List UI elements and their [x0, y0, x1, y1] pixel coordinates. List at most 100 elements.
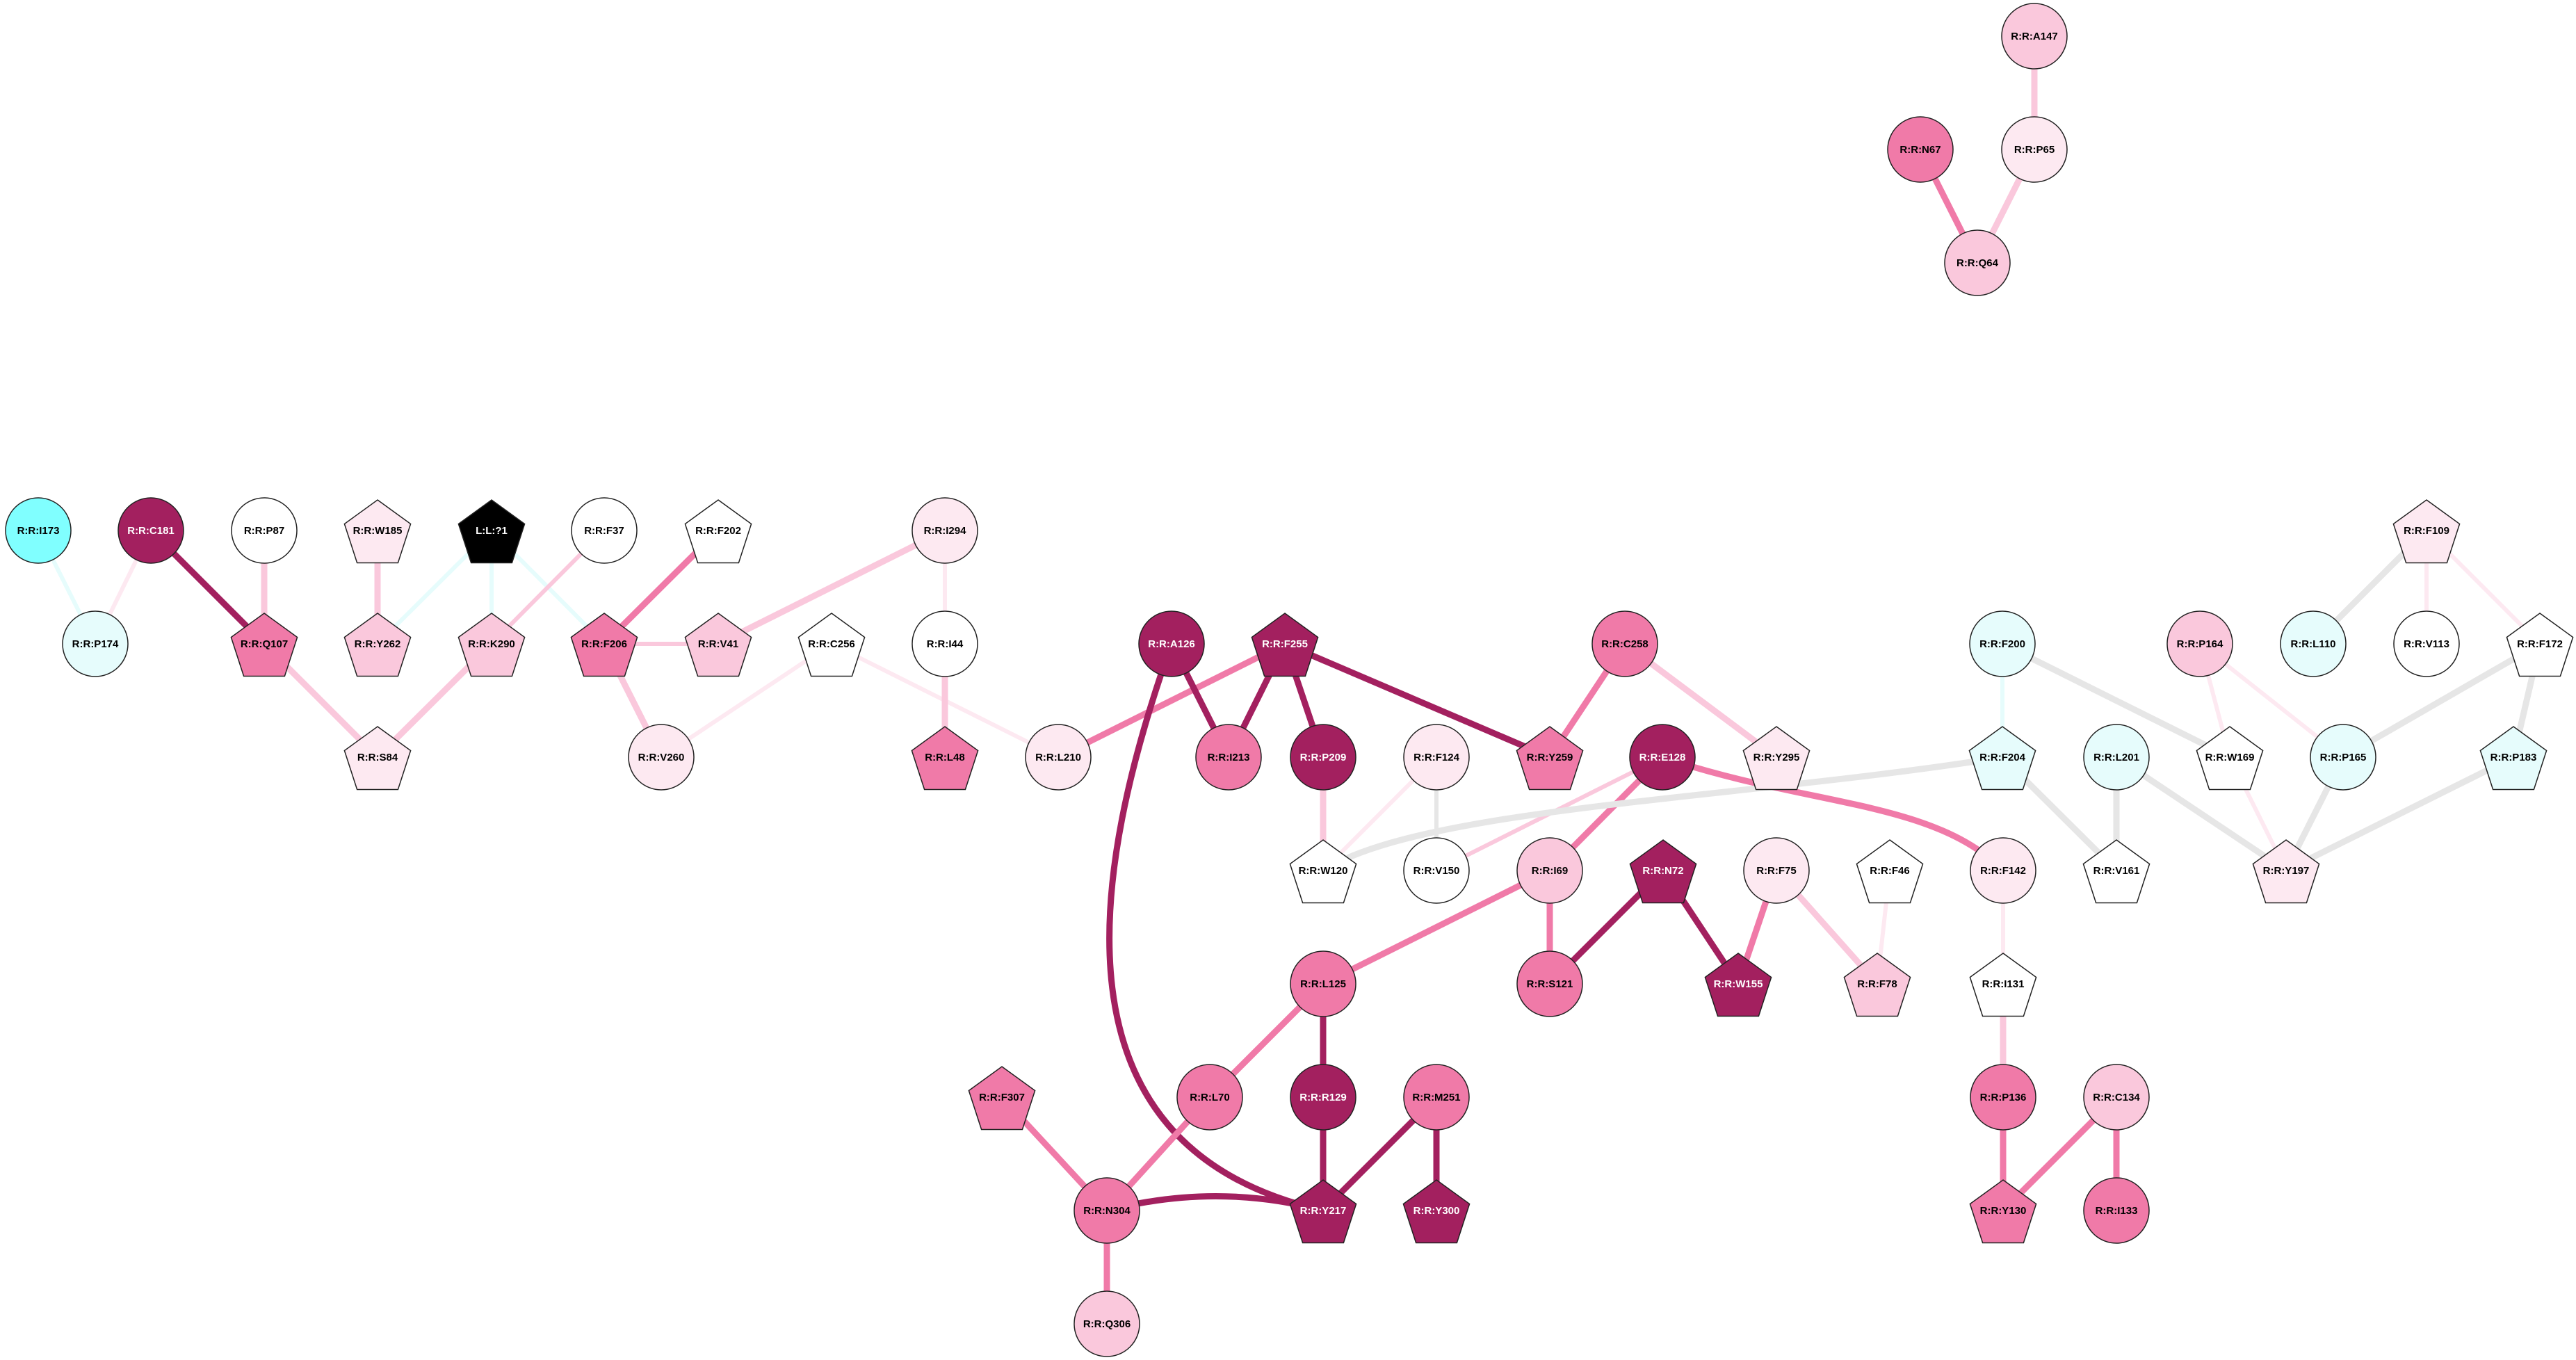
node-label-p174: R:R:P174 [72, 638, 119, 650]
edge-f255-l210 [1055, 640, 1288, 761]
node-n304: R:R:N304 [1074, 1177, 1140, 1244]
node-v113: R:R:V113 [2393, 610, 2460, 677]
node-shape-y300 [1402, 1179, 1471, 1244]
node-shape-q306 [1074, 1290, 1140, 1357]
node-f255: R:R:F255 [1251, 613, 1319, 677]
node-label-c256: R:R:C256 [808, 638, 855, 650]
node-shape-p87 [231, 497, 298, 564]
node-label-c181: R:R:C181 [127, 525, 175, 537]
node-q306: R:R:Q306 [1074, 1290, 1140, 1357]
node-w185: R:R:W185 [343, 499, 412, 564]
node-shape-c134 [2083, 1064, 2150, 1131]
node-k290: R:R:K290 [457, 613, 526, 677]
node-n72: R:R:N72 [1629, 839, 1697, 904]
node-label-p136: R:R:P136 [1980, 1092, 2027, 1103]
node-shape-v260 [628, 724, 695, 791]
node-label-f78: R:R:F78 [1857, 978, 1897, 990]
node-v41: R:R:V41 [684, 613, 752, 677]
node-f46: R:R:F46 [1856, 839, 1924, 904]
node-label-p65: R:R:P65 [2014, 144, 2055, 156]
edge-c256-v260 [659, 642, 834, 759]
node-shape-f124 [1403, 724, 1470, 791]
node-label-l125: R:R:L125 [1300, 978, 1346, 990]
node-shape-k290 [457, 613, 526, 677]
node-shape-a126 [1138, 610, 1205, 677]
node-shape-f255 [1251, 613, 1319, 677]
node-f202: R:R:F202 [684, 499, 752, 564]
node-i69: R:R:I69 [1516, 837, 1583, 904]
node-f204: R:R:F204 [1968, 726, 2036, 791]
node-label-q64: R:R:Q64 [1957, 257, 1999, 269]
node-label-i173: R:R:I173 [17, 525, 60, 537]
node-shape-y197 [2252, 839, 2320, 904]
node-n67: R:R:N67 [1887, 116, 1954, 183]
node-w169: R:R:W169 [2196, 726, 2264, 791]
node-l71: L:L:?1 [457, 499, 526, 564]
node-shape-s84 [343, 726, 412, 791]
node-shape-w169 [2196, 726, 2264, 791]
node-shape-r129 [1290, 1064, 1356, 1131]
node-i173: R:R:I173 [5, 497, 72, 564]
node-p164: R:R:P164 [2166, 610, 2233, 677]
node-a147: R:R:A147 [2001, 3, 2068, 70]
node-label-s121: R:R:S121 [1527, 978, 1573, 990]
node-shape-l201 [2083, 724, 2150, 791]
node-f78: R:R:F78 [1843, 953, 1911, 1017]
node-shape-v41 [684, 613, 752, 677]
node-label-y300: R:R:Y300 [1413, 1205, 1460, 1217]
node-l70: R:R:L70 [1176, 1064, 1243, 1131]
node-l125: R:R:L125 [1290, 950, 1356, 1017]
node-label-y262: R:R:Y262 [355, 638, 401, 650]
node-l201: R:R:L201 [2083, 724, 2150, 791]
node-f109: R:R:F109 [2392, 499, 2461, 564]
node-shape-a147 [2001, 3, 2068, 70]
node-shape-f204 [1968, 726, 2036, 791]
node-label-n67: R:R:N67 [1899, 144, 1941, 156]
node-f142: R:R:F142 [1970, 837, 2036, 904]
edge-f204-w120 [1320, 754, 2006, 874]
node-f200: R:R:F200 [1969, 610, 2036, 677]
edge-l201-y197 [2113, 754, 2290, 874]
node-shape-s121 [1516, 950, 1583, 1017]
node-shape-i294 [912, 497, 978, 564]
node-shape-y217 [1289, 1179, 1357, 1244]
node-shape-c256 [797, 613, 866, 677]
node-label-v113: R:R:V113 [2404, 638, 2449, 650]
node-shape-m251 [1403, 1064, 1470, 1131]
node-shape-c181 [118, 497, 184, 564]
node-shape-p136 [1970, 1064, 2036, 1131]
node-shape-l70 [1176, 1064, 1243, 1131]
node-label-l48: R:R:L48 [925, 752, 965, 763]
node-label-l71: L:L:?1 [476, 525, 508, 537]
node-label-i69: R:R:I69 [1532, 865, 1569, 877]
edge-i294-v41 [715, 527, 948, 647]
node-c258: R:R:C258 [1591, 610, 1658, 677]
edge-e128-f142 [1659, 754, 2007, 874]
node-shape-y259 [1516, 726, 1584, 791]
node-f124: R:R:F124 [1403, 724, 1470, 791]
node-shape-i131 [1969, 953, 2037, 1017]
node-shape-c258 [1591, 610, 1658, 677]
node-label-n72: R:R:N72 [1642, 865, 1683, 877]
node-shape-y295 [1742, 726, 1811, 791]
node-shape-v113 [2393, 610, 2460, 677]
node-label-r129: R:R:R129 [1299, 1092, 1347, 1103]
node-f307: R:R:F307 [968, 1066, 1036, 1131]
node-label-q107: R:R:Q107 [241, 638, 288, 650]
node-m251: R:R:M251 [1403, 1064, 1470, 1131]
node-shape-l210 [1025, 724, 1092, 791]
node-q64: R:R:Q64 [1944, 229, 2011, 296]
node-w120: R:R:W120 [1289, 839, 1357, 904]
node-shape-f202 [684, 499, 752, 564]
node-i213: R:R:I213 [1195, 724, 1262, 791]
node-shape-p164 [2166, 610, 2233, 677]
node-f37: R:R:F37 [571, 497, 638, 564]
node-label-f109: R:R:F109 [2404, 525, 2449, 537]
node-label-l210: R:R:L210 [1035, 752, 1081, 763]
node-shape-f109 [2392, 499, 2461, 564]
node-p136: R:R:P136 [1970, 1064, 2036, 1131]
node-label-f206: R:R:F206 [581, 638, 627, 650]
node-shape-q107 [230, 613, 298, 677]
